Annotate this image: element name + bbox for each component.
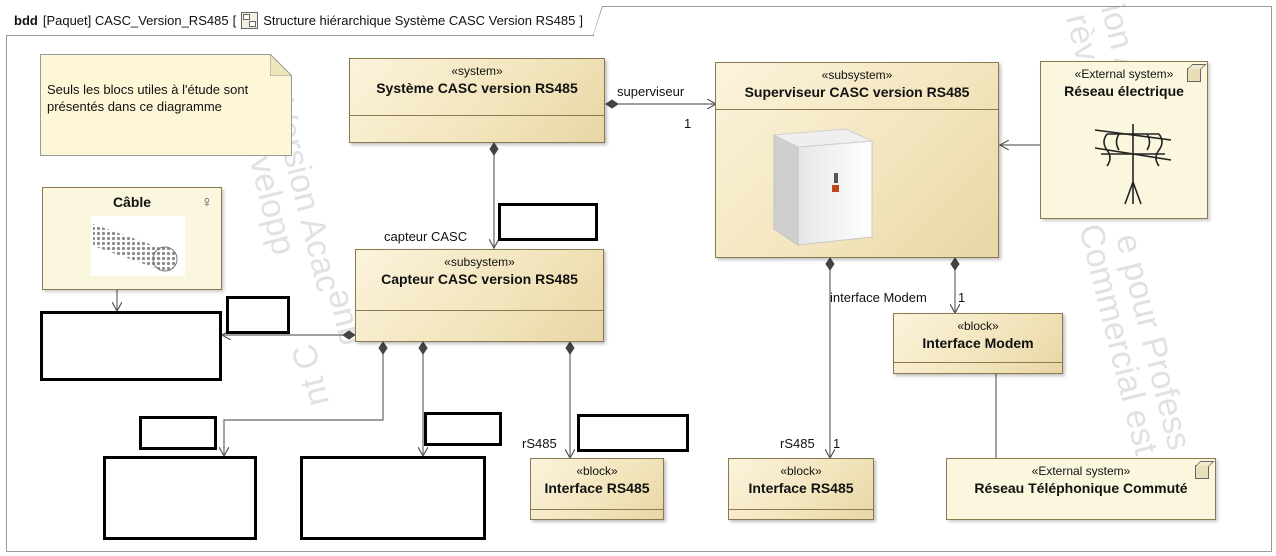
cabinet-image <box>772 128 874 246</box>
block-name: Superviseur CASC version RS485 <box>744 84 970 100</box>
block-superviseur-casc[interactable]: «subsystem» Superviseur CASC version RS4… <box>715 62 999 258</box>
block-stereotype: «block» <box>576 464 618 478</box>
block-stereotype: «block» <box>780 464 822 478</box>
block-stereotype: «system» <box>451 64 503 78</box>
diagram-title-bracket-close: ] <box>579 13 583 28</box>
block-name: Interface RS485 <box>544 480 650 496</box>
block-stereotype: «block» <box>957 319 999 333</box>
external-system-cube-icon <box>1195 465 1209 479</box>
bdd-diagram-icon <box>241 12 259 29</box>
block-compartment <box>894 362 1062 363</box>
diagram-frame-header: bdd [Paquet] CASC_Version_RS485 [ Struct… <box>6 6 603 36</box>
note-text: Seuls les blocs utiles à l'étude sont pr… <box>47 82 249 114</box>
block-stereotype: «subsystem» <box>821 68 893 82</box>
diagram-title: Structure hiérarchique Système CASC Vers… <box>263 13 576 28</box>
role-label-rs485-capteur: rS485 <box>522 436 557 451</box>
block-compartment <box>350 115 604 116</box>
block-interface-modem[interactable]: «block» Interface Modem <box>893 313 1063 374</box>
diagram-note: Seuls les blocs utiles à l'étude sont pr… <box>40 54 292 156</box>
block-capteur-casc[interactable]: «subsystem» Capteur CASC version RS485 <box>355 249 604 342</box>
role-multiplicity-rs485-superviseur: 1 <box>833 436 841 451</box>
blank-block-bottom-middle[interactable] <box>300 456 486 540</box>
diagram-frame <box>6 6 1272 552</box>
block-reseau-electrique[interactable]: «External system» Réseau électrique <box>1040 61 1208 219</box>
block-name: Réseau Téléphonique Commuté <box>974 480 1188 496</box>
block-interface-rs485-capteur[interactable]: «block» Interface RS485 <box>530 458 664 520</box>
block-stereotype: «External system» <box>1031 464 1131 478</box>
block-name: Système CASC version RS485 <box>376 80 578 96</box>
role-label-superviseur: superviseur <box>617 84 685 99</box>
diagram-package-label: [Paquet] CASC_Version_RS485 <box>42 13 229 28</box>
power-pylon-icon <box>1094 124 1172 205</box>
block-cable[interactable]: Câble ♀ <box>42 187 222 290</box>
blank-block-bottom-left[interactable] <box>103 456 257 540</box>
block-compartment <box>729 509 873 510</box>
block-compartment <box>531 509 663 510</box>
blank-role-left[interactable] <box>226 296 290 334</box>
diagram-title-bracket-open: [ <box>232 13 237 28</box>
blank-role-capteur[interactable] <box>498 203 598 241</box>
external-system-cube-icon <box>1187 68 1201 82</box>
composition-capteur-bottom-left <box>224 342 383 456</box>
block-name: Réseau électrique <box>1064 83 1184 99</box>
role-label-rs485-superviseur: rS485 <box>780 436 815 451</box>
blank-role-bottom-left[interactable] <box>139 416 217 450</box>
role-label-interface-modem: interface Modem <box>830 290 927 305</box>
blank-role-bottom-middle[interactable] <box>424 412 502 446</box>
role-label-capteur: capteur CASC <box>384 229 468 244</box>
block-name: Câble <box>112 194 152 210</box>
note-fold-corner <box>270 54 292 76</box>
block-compartment <box>716 109 998 110</box>
block-interface-rs485-superviseur[interactable]: «block» Interface RS485 <box>728 458 874 520</box>
cable-image <box>91 216 185 276</box>
block-stereotype: «External system» <box>1074 67 1174 81</box>
blank-role-rs485[interactable] <box>577 414 689 452</box>
frame-tab-corner-fill <box>592 6 602 35</box>
role-multiplicity-interface-modem: 1 <box>958 290 966 305</box>
block-compartment <box>356 310 603 311</box>
block-name: Interface RS485 <box>748 480 854 496</box>
blank-block-left[interactable] <box>40 311 222 381</box>
block-name: Capteur CASC version RS485 <box>381 271 578 287</box>
role-multiplicity-superviseur: 1 <box>684 116 692 131</box>
diagram-kind-keyword: bdd <box>14 13 38 28</box>
block-reseau-telephonique[interactable]: «External system» Réseau Téléphonique Co… <box>946 458 1216 520</box>
block-stereotype: «subsystem» <box>444 255 515 269</box>
actor-icon: ♀ <box>201 194 213 211</box>
block-systeme-casc[interactable]: «system» Système CASC version RS485 <box>349 58 605 143</box>
block-name: Interface Modem <box>922 335 1034 351</box>
